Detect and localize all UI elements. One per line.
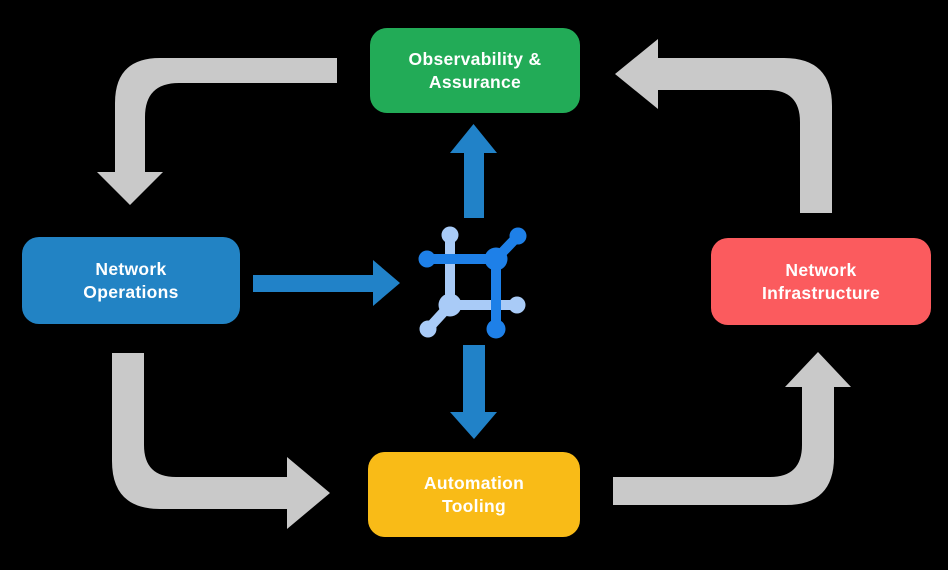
node-network-infrastructure-label: Network Infrastructure [762,259,880,303]
arrow-icon-to-observability [450,124,497,218]
icon-light-endpoint [508,296,526,314]
node-observability-assurance-label: Observability & Assurance [408,48,542,92]
arrow-operations-to-tooling [112,353,330,529]
icon-light-endpoint [441,226,459,244]
arrow-tooling-to-infrastructure [613,352,851,505]
network-mesh-icon-dark-strokes [418,227,527,339]
network-mesh-icon [418,226,527,339]
node-automation-tooling: Automation Tooling [368,452,580,537]
node-observability-assurance: Observability & Assurance [370,28,580,113]
icon-dark-corner-node [484,247,508,271]
icon-light-corner-node [438,293,462,317]
arrow-icon-to-tooling [450,345,497,439]
node-network-infrastructure: Network Infrastructure [711,238,931,325]
arrow-operations-to-icon [253,260,400,306]
network-mesh-icon-light-strokes [419,226,526,338]
arrow-infrastructure-to-observability [615,39,832,213]
icon-dark-endpoint [486,319,506,339]
arrow-observability-to-operations [97,58,337,205]
icon-dark-endpoint [418,250,436,268]
icon-light-endpoint [419,320,437,338]
node-network-operations: Network Operations [22,237,240,324]
icon-dark-endpoint [509,227,527,245]
node-automation-tooling-label: Automation Tooling [423,472,525,516]
node-network-operations-label: Network Operations [83,258,179,302]
